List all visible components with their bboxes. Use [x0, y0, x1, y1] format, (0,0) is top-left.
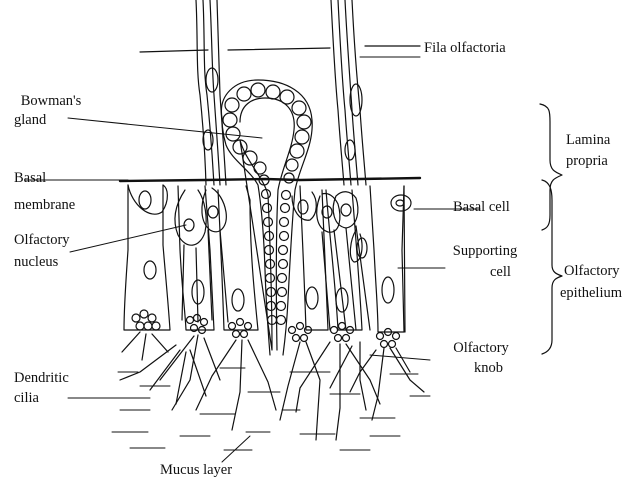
label-olfactory-nucleus-line2: nucleus [14, 254, 58, 271]
leader-lines [25, 57, 480, 462]
fila-olfactoria-right [331, 0, 366, 185]
bowmans-gland [221, 80, 312, 355]
olfactory-neurons [175, 188, 370, 330]
label-bowmans-gland-line1: Bowman's [14, 93, 88, 110]
label-bowmans-gland-line2: gland [14, 112, 46, 129]
label-lamina-propria-line1: Lamina [566, 132, 610, 149]
olfactory-epithelium-brace [542, 180, 562, 354]
label-basal-membrane-line2: membrane [14, 197, 75, 214]
label-basal-cell: Basal cell [453, 199, 510, 216]
label-dendritic-cilia-line2: cilia [14, 390, 39, 407]
lamina-propria-upper-line [140, 46, 420, 52]
label-olfactory-epithelium-line2: epithelium [560, 285, 622, 302]
label-mucus-layer: Mucus layer [160, 462, 232, 479]
lamina-propria-brace [540, 104, 562, 230]
label-fila-olfactoria: Fila olfactoria [424, 40, 506, 57]
label-olfactory-epithelium-line1: Olfactory [564, 263, 620, 280]
label-olfactory-knob-line1: Olfactory [442, 340, 520, 357]
label-basal-membrane-line1: Basal [14, 170, 46, 187]
basal-cells [128, 185, 411, 220]
label-lamina-propria-line2: propria [566, 153, 608, 170]
label-supporting-cell-line1: Supporting [446, 243, 524, 260]
label-olfactory-nucleus-line1: Olfactory [14, 232, 70, 249]
label-supporting-cell-line2: cell [490, 264, 511, 281]
label-dendritic-cilia-line1: Dendritic [14, 370, 69, 387]
fila-olfactoria-left [196, 0, 226, 185]
label-olfactory-knob-line2: knob [474, 360, 503, 377]
basal-membrane-line [120, 178, 420, 181]
olfactory-knobs [132, 310, 400, 348]
